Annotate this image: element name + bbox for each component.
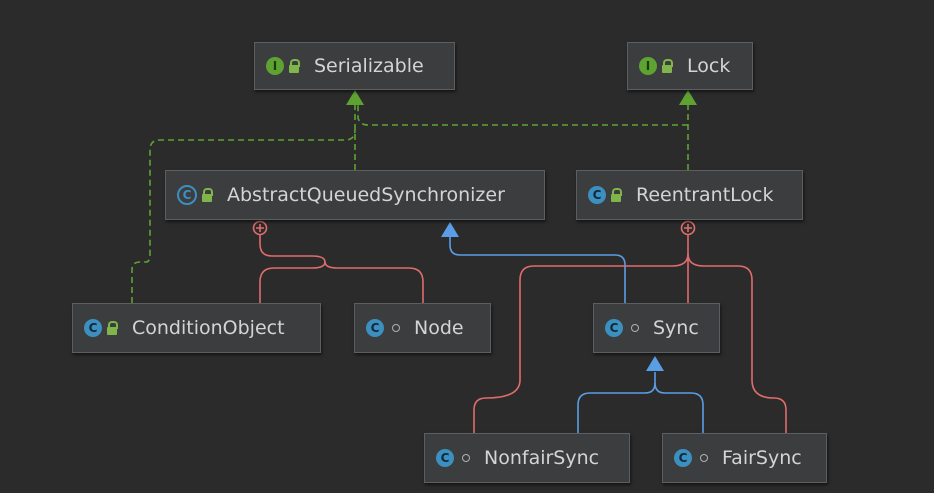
edge-reentrantlock-serializable [357,104,688,126]
edge-node-aqs [324,261,424,303]
public-lock-icon [202,188,213,202]
package-private-dot-icon [700,454,708,462]
circle-plus-icon-reentrantlock [680,220,696,236]
package-private-dot-icon [631,324,639,332]
public-lock-icon [662,59,673,73]
static-inner-class-icon: C [366,319,384,337]
static-inner-class-icon: C [674,449,692,467]
extends-arrowheads [441,222,664,371]
node-nonfairsync[interactable]: C NonfairSync [424,433,630,483]
class-icon: C [588,186,606,204]
implements-edges [131,104,689,303]
circle-plus-icon-aqs [252,220,268,236]
implements-arrowheads [346,90,697,105]
arrowhead-lock [679,90,697,105]
interface-icon: I [639,57,657,75]
edge-nonfairsync-sync [577,372,656,433]
arrowhead-aqs [441,222,459,237]
static-inner-class-icon: C [436,449,454,467]
edge-sync-aqs [449,236,626,303]
edge-conditionobject-aqs [259,234,326,303]
arrowhead-sync [646,356,664,371]
node-label: ConditionObject [132,317,285,339]
node-aqs[interactable]: C AbstractQueuedSynchronizer [165,170,545,220]
static-inner-class-icon: C [605,319,623,337]
node-conditionobject[interactable]: C ConditionObject [72,303,321,353]
edge-conditionobject-serializable [131,129,356,303]
arrowhead-serializable [346,90,364,105]
node-label: Sync [653,317,699,339]
node-label: NonfairSync [484,447,600,469]
package-private-dot-icon [462,454,470,462]
node-label: Node [414,317,464,339]
node-label: AbstractQueuedSynchronizer [227,184,505,206]
public-lock-icon [289,59,300,73]
extends-edges [449,236,704,433]
public-lock-icon [107,321,118,335]
package-private-dot-icon [392,324,400,332]
edge-nonfairsync-reentrantlock [473,253,689,433]
node-fairsync[interactable]: C FairSync [662,433,827,483]
node-label: Lock [687,55,731,77]
inner-edges [259,234,787,433]
edge-fairsync-reentrantlock [687,253,787,433]
node-serializable[interactable]: I Serializable [254,42,455,90]
inner-markers [252,220,696,236]
node-node[interactable]: C Node [354,303,491,353]
abstract-class-icon: C [177,185,197,205]
node-label: Serializable [314,55,424,77]
class-icon: C [84,319,102,337]
node-lock[interactable]: I Lock [627,42,753,90]
public-lock-icon [611,188,622,202]
interface-icon: I [266,57,284,75]
node-label: FairSync [722,447,802,469]
node-label: ReentrantLock [636,184,774,206]
edge-fairsync-sync [654,382,704,433]
node-reentrantlock[interactable]: C ReentrantLock [576,170,803,220]
node-sync[interactable]: C Sync [593,303,720,353]
